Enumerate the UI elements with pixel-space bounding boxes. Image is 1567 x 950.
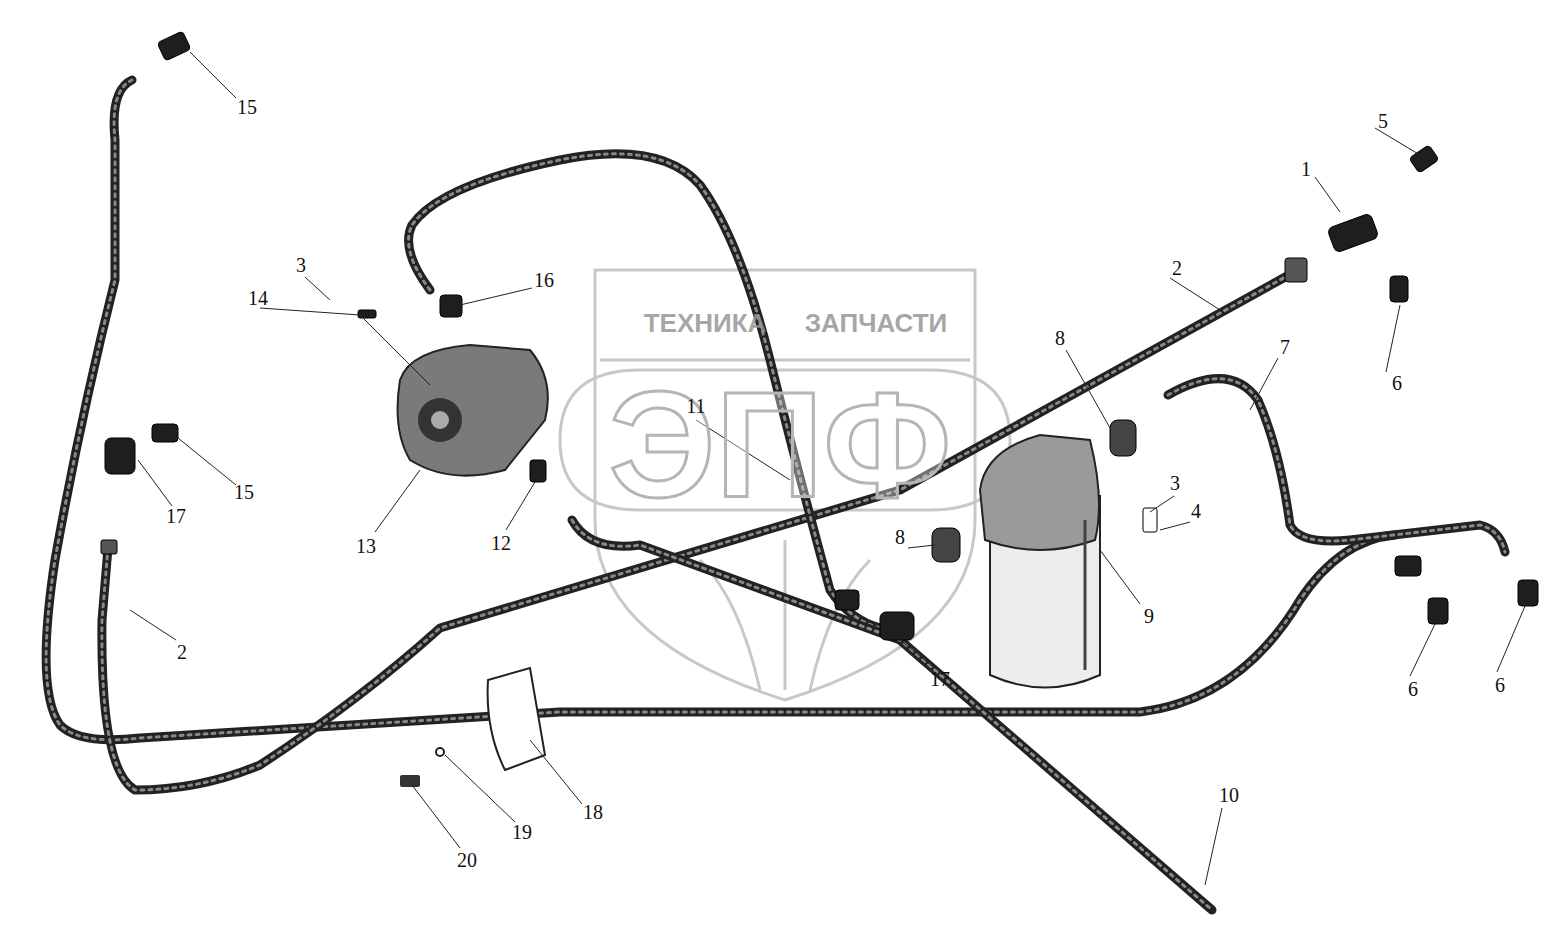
callout-number: 7	[1280, 337, 1290, 357]
callout-number: 6	[1408, 679, 1418, 699]
callout-number: 11	[686, 396, 705, 416]
callout-number: 2	[177, 642, 187, 662]
callout-number: 13	[356, 536, 376, 556]
watermark-text: ЭПФ	[609, 370, 952, 520]
callout-number: 1	[1301, 159, 1311, 179]
filter	[980, 435, 1100, 688]
callout-number: 6	[1495, 675, 1505, 695]
watermark-text: ЗАПЧАСТИ	[805, 310, 948, 336]
callout-number: 15	[234, 482, 254, 502]
callout-number: 19	[512, 822, 532, 842]
callout-number: 3	[1170, 473, 1180, 493]
callout-number: 18	[583, 802, 603, 822]
callout-number: 4	[1191, 501, 1201, 521]
callout-number: 8	[1055, 328, 1065, 348]
watermark-shield	[560, 270, 1010, 700]
fittings	[101, 31, 1538, 640]
callout-number: 16	[534, 270, 554, 290]
clamp	[400, 668, 545, 787]
callout-number: 2	[1172, 258, 1182, 278]
hoses	[46, 80, 1505, 910]
pump	[398, 345, 548, 476]
callout-number: 5	[1378, 111, 1388, 131]
callout-number: 20	[457, 850, 477, 870]
callout-number: 17	[166, 506, 186, 526]
callout-number: 14	[248, 288, 268, 308]
callout-number: 9	[1144, 606, 1154, 626]
callout-number: 15	[237, 97, 257, 117]
leader-lines	[130, 52, 1525, 885]
callout-number: 12	[491, 533, 511, 553]
callout-number: 17	[930, 669, 950, 689]
callout-number: 10	[1219, 785, 1239, 805]
callout-number: 8	[895, 527, 905, 547]
watermark-text: ТЕХНИКА	[644, 310, 767, 336]
callout-number: 3	[296, 255, 306, 275]
callout-number: 6	[1392, 373, 1402, 393]
